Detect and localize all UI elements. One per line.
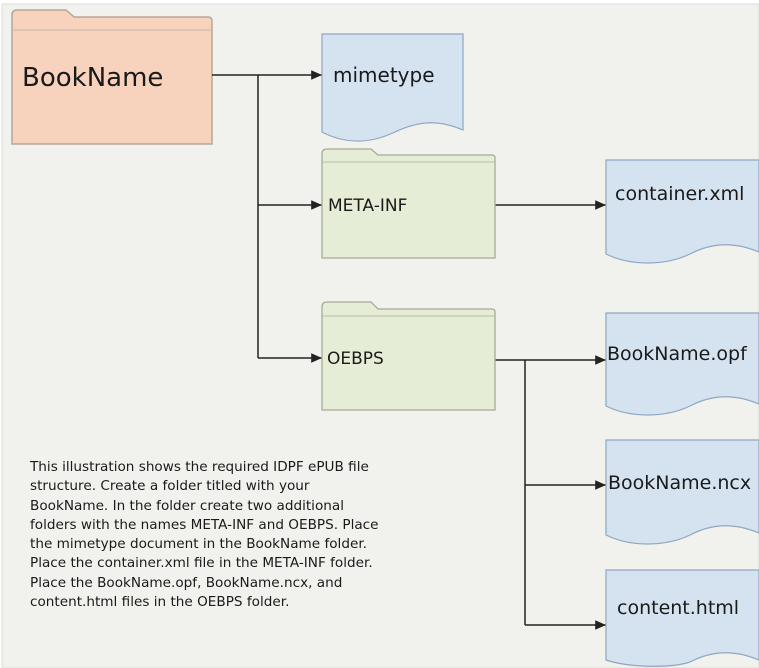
document-icon [605, 312, 759, 416]
content-html-label: content.html [617, 597, 739, 619]
bookname-folder-node: BookName [11, 9, 213, 145]
caption-line: folders with the names META-INF and OEBP… [30, 516, 379, 533]
bookname-ncx-document-node: BookName.ncx [605, 439, 759, 545]
document-icon [605, 569, 759, 667]
content-html-document-node: content.html [605, 569, 759, 667]
oebps-label: OEBPS [327, 349, 384, 369]
connectors [212, 70, 606, 630]
folder-icon [321, 148, 496, 259]
oebps-folder-node: OEBPS [321, 301, 496, 411]
bookname-opf-document-node: BookName.opf [605, 312, 759, 416]
caption-line: content.html files in the OEBPS folder. [30, 594, 290, 611]
container-xml-label: container.xml [615, 183, 744, 205]
bookname-folder-label: BookName [22, 63, 163, 93]
caption-line: Place the container.xml file in the META… [30, 555, 373, 572]
mimetype-document-node: mimetype [321, 33, 464, 142]
document-icon [605, 439, 759, 545]
document-icon [605, 159, 759, 264]
container-xml-document-node: container.xml [605, 159, 759, 264]
folder-icon [321, 301, 496, 411]
caption-line: Place the BookName.opf, BookName.ncx, an… [30, 574, 343, 591]
document-icon [321, 33, 464, 142]
caption-line: BookName. In the folder create two addit… [30, 497, 345, 514]
diagram-caption: This illustration shows the required IDP… [30, 458, 430, 612]
caption-line: the mimetype document in the BookName fo… [30, 536, 367, 553]
bookname-ncx-label: BookName.ncx [608, 472, 751, 494]
meta-inf-label: META-INF [328, 196, 407, 216]
meta-inf-folder-node: META-INF [321, 148, 496, 259]
mimetype-label: mimetype [333, 63, 435, 87]
caption-line: structure. Create a folder titled with y… [30, 478, 310, 495]
bookname-opf-label: BookName.opf [607, 343, 748, 365]
caption-line: This illustration shows the required IDP… [30, 459, 369, 475]
folder-icon [11, 9, 213, 145]
